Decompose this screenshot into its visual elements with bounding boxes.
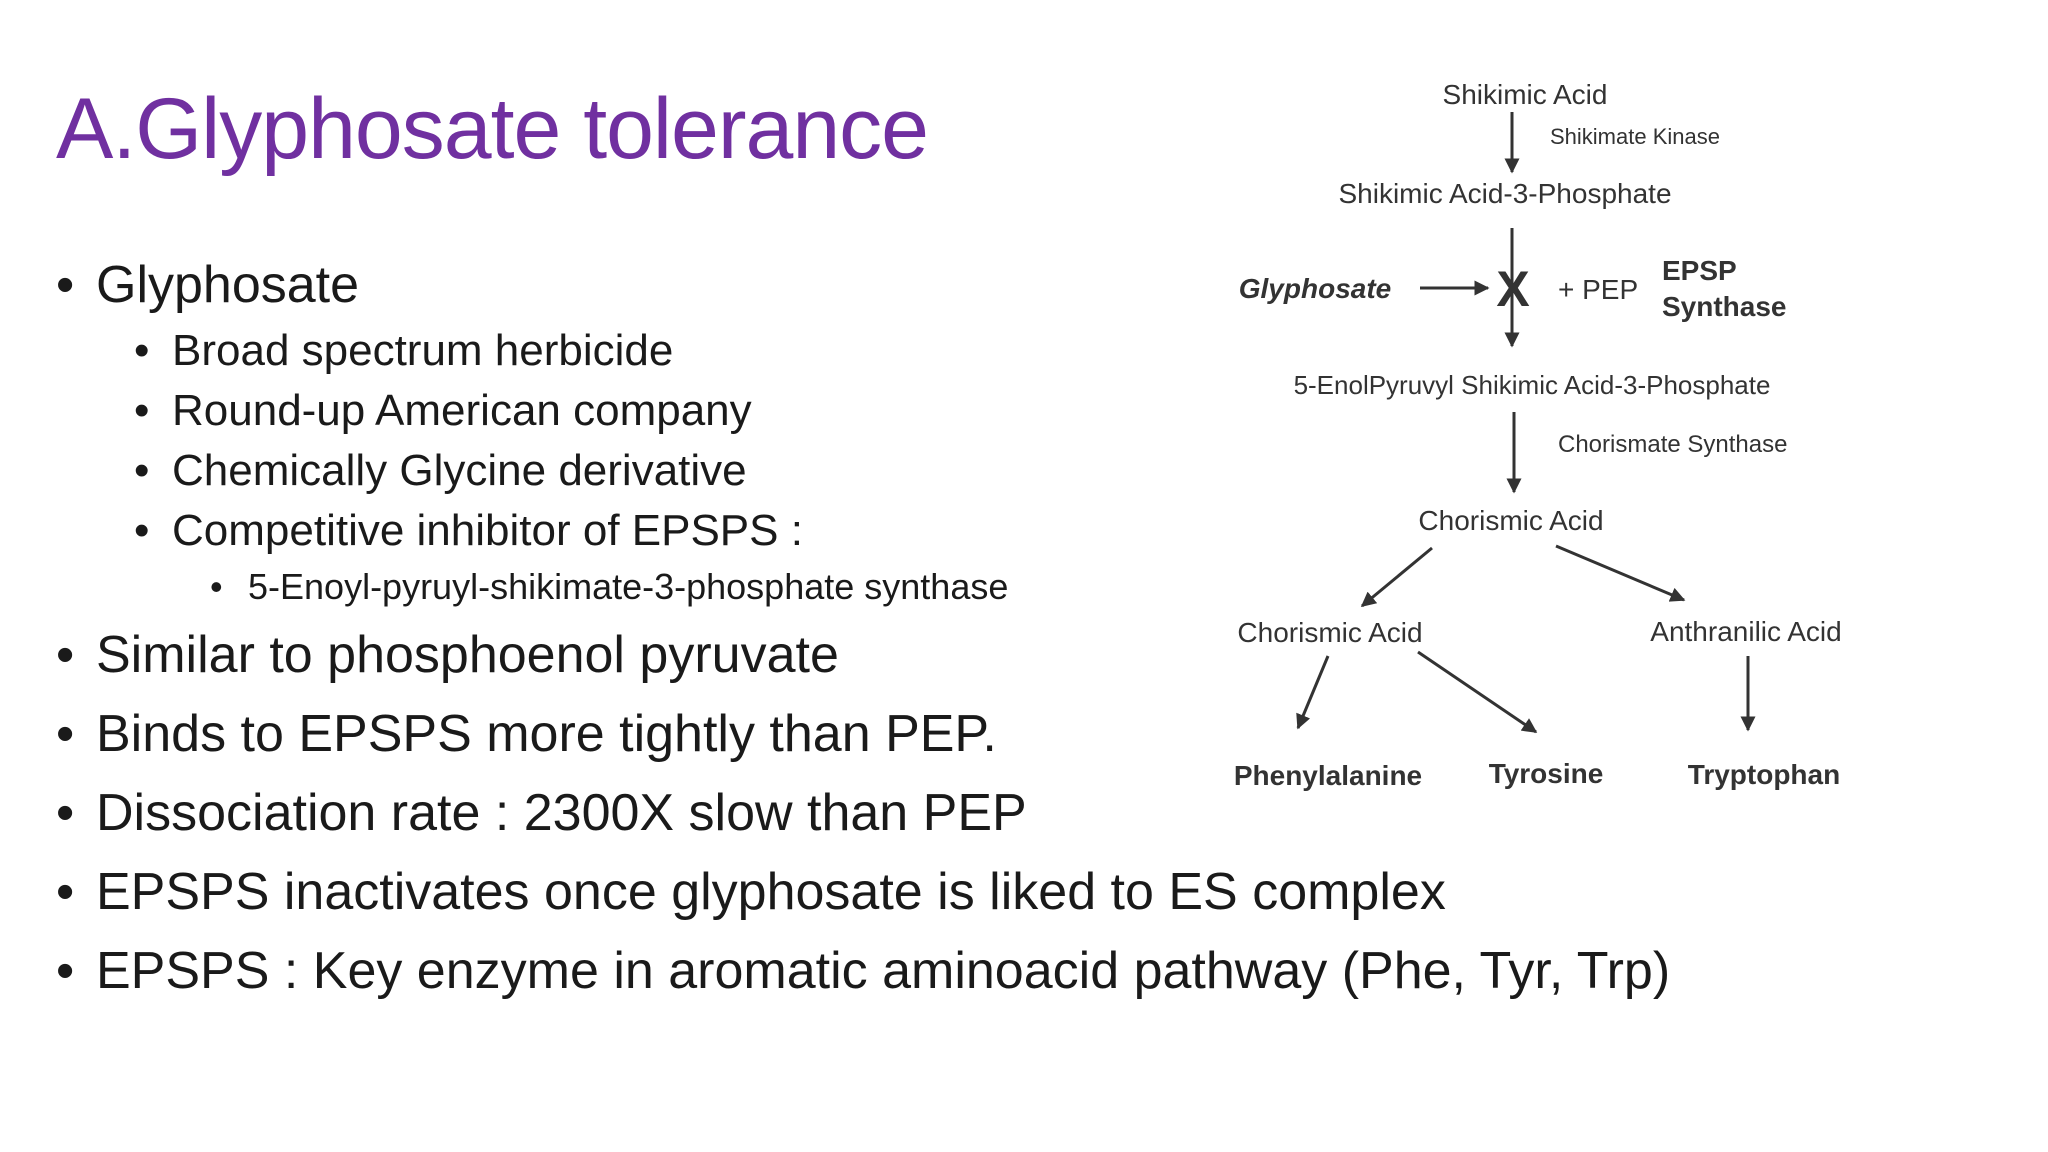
arrow-to-chorismic-branch	[1360, 546, 1433, 608]
enolpyruvyl-shikimic-acid-3-phosphate-label: 5-EnolPyruvyl Shikimic Acid-3-Phosphate	[1294, 370, 1771, 400]
bullet-dot: •	[56, 784, 75, 842]
bullet-round-up: • Round-up American company	[134, 385, 752, 438]
tyrosine-label: Tyrosine	[1489, 758, 1604, 789]
bullet-key-enzyme: • EPSPS : Key enzyme in aromatic aminoac…	[56, 940, 1671, 1002]
bullet-text: EPSPS : Key enzyme in aromatic aminoacid…	[96, 942, 1671, 1000]
bullet-text: Binds to EPSPS more tightly than PEP.	[96, 705, 997, 763]
shikimic-acid-label: Shikimic Acid	[1443, 79, 1608, 110]
shikimate-pathway-diagram: Shikimic Acid Shikimate Kinase Shikimic …	[1234, 79, 1842, 791]
bullet-dot: •	[134, 506, 150, 555]
bullet-competitive-inhibitor: • Competitive inhibitor of EPSPS :	[134, 505, 803, 558]
arrow-to-phenylalanine	[1296, 655, 1330, 730]
bullet-dot: •	[56, 626, 75, 684]
chorismic-acid-branch-label: Chorismic Acid	[1237, 617, 1422, 648]
chorismic-acid-label: Chorismic Acid	[1418, 505, 1603, 536]
bullet-dot: •	[56, 256, 75, 314]
bullet-similar-pep: • Similar to phosphoenol pyruvate	[56, 624, 839, 686]
bullet-text: Round-up American company	[172, 386, 752, 435]
anthranilic-acid-label: Anthranilic Acid	[1650, 616, 1841, 647]
bullet-glycine-derivative: • Chemically Glycine derivative	[134, 445, 747, 498]
bullet-binds-tightly: • Binds to EPSPS more tightly than PEP.	[56, 703, 997, 765]
bullet-text: Chemically Glycine derivative	[172, 446, 747, 495]
bullet-epsps-inactivates: • EPSPS inactivates once glyphosate is l…	[56, 861, 1446, 923]
bullet-broad-spectrum: • Broad spectrum herbicide	[134, 325, 674, 378]
bullet-glyphosate: • Glyphosate	[56, 254, 360, 316]
glyphosate-label: Glyphosate	[1239, 273, 1391, 304]
bullet-text: Competitive inhibitor of EPSPS :	[172, 506, 803, 555]
shikimate-kinase-label: Shikimate Kinase	[1550, 124, 1720, 149]
bullet-text: Dissociation rate : 2300X slow than PEP	[96, 784, 1027, 842]
bullet-dot: •	[210, 566, 223, 607]
pep-label: + PEP	[1558, 274, 1638, 305]
bullet-text: 5-Enoyl-pyruyl-shikimate-3-phosphate syn…	[248, 566, 1009, 607]
bullet-dot: •	[134, 446, 150, 495]
bullet-dot: •	[56, 863, 75, 921]
bullet-dot: •	[56, 942, 75, 1000]
block-x-mark: X	[1496, 261, 1529, 317]
arrow-to-tyrosine	[1417, 650, 1538, 734]
bullet-dot: •	[56, 705, 75, 763]
shikimic-acid-3-phosphate-label: Shikimic Acid-3-Phosphate	[1338, 178, 1671, 209]
arrow-to-anthranilic	[1555, 544, 1686, 602]
bullet-epsps-full-name: • 5-Enoyl-pyruyl-shikimate-3-phosphate s…	[210, 565, 1009, 608]
bullet-text: Similar to phosphoenol pyruvate	[96, 626, 839, 684]
epsp-label-line2: Synthase	[1662, 291, 1787, 322]
bullet-text: Broad spectrum herbicide	[172, 326, 674, 375]
bullet-dot: •	[134, 326, 150, 375]
bullet-text: EPSPS inactivates once glyphosate is lik…	[96, 863, 1446, 921]
epsp-label-line1: EPSP	[1662, 255, 1737, 286]
bullet-dot: •	[134, 386, 150, 435]
chorismate-synthase-label: Chorismate Synthase	[1558, 431, 1787, 458]
tryptophan-label: Tryptophan	[1688, 759, 1840, 790]
slide-title: A.Glyphosate tolerance	[56, 81, 929, 177]
phenylalanine-label: Phenylalanine	[1234, 760, 1422, 791]
bullet-dissociation-rate: • Dissociation rate : 2300X slow than PE…	[56, 782, 1027, 844]
bullet-text: Glyphosate	[96, 256, 360, 314]
